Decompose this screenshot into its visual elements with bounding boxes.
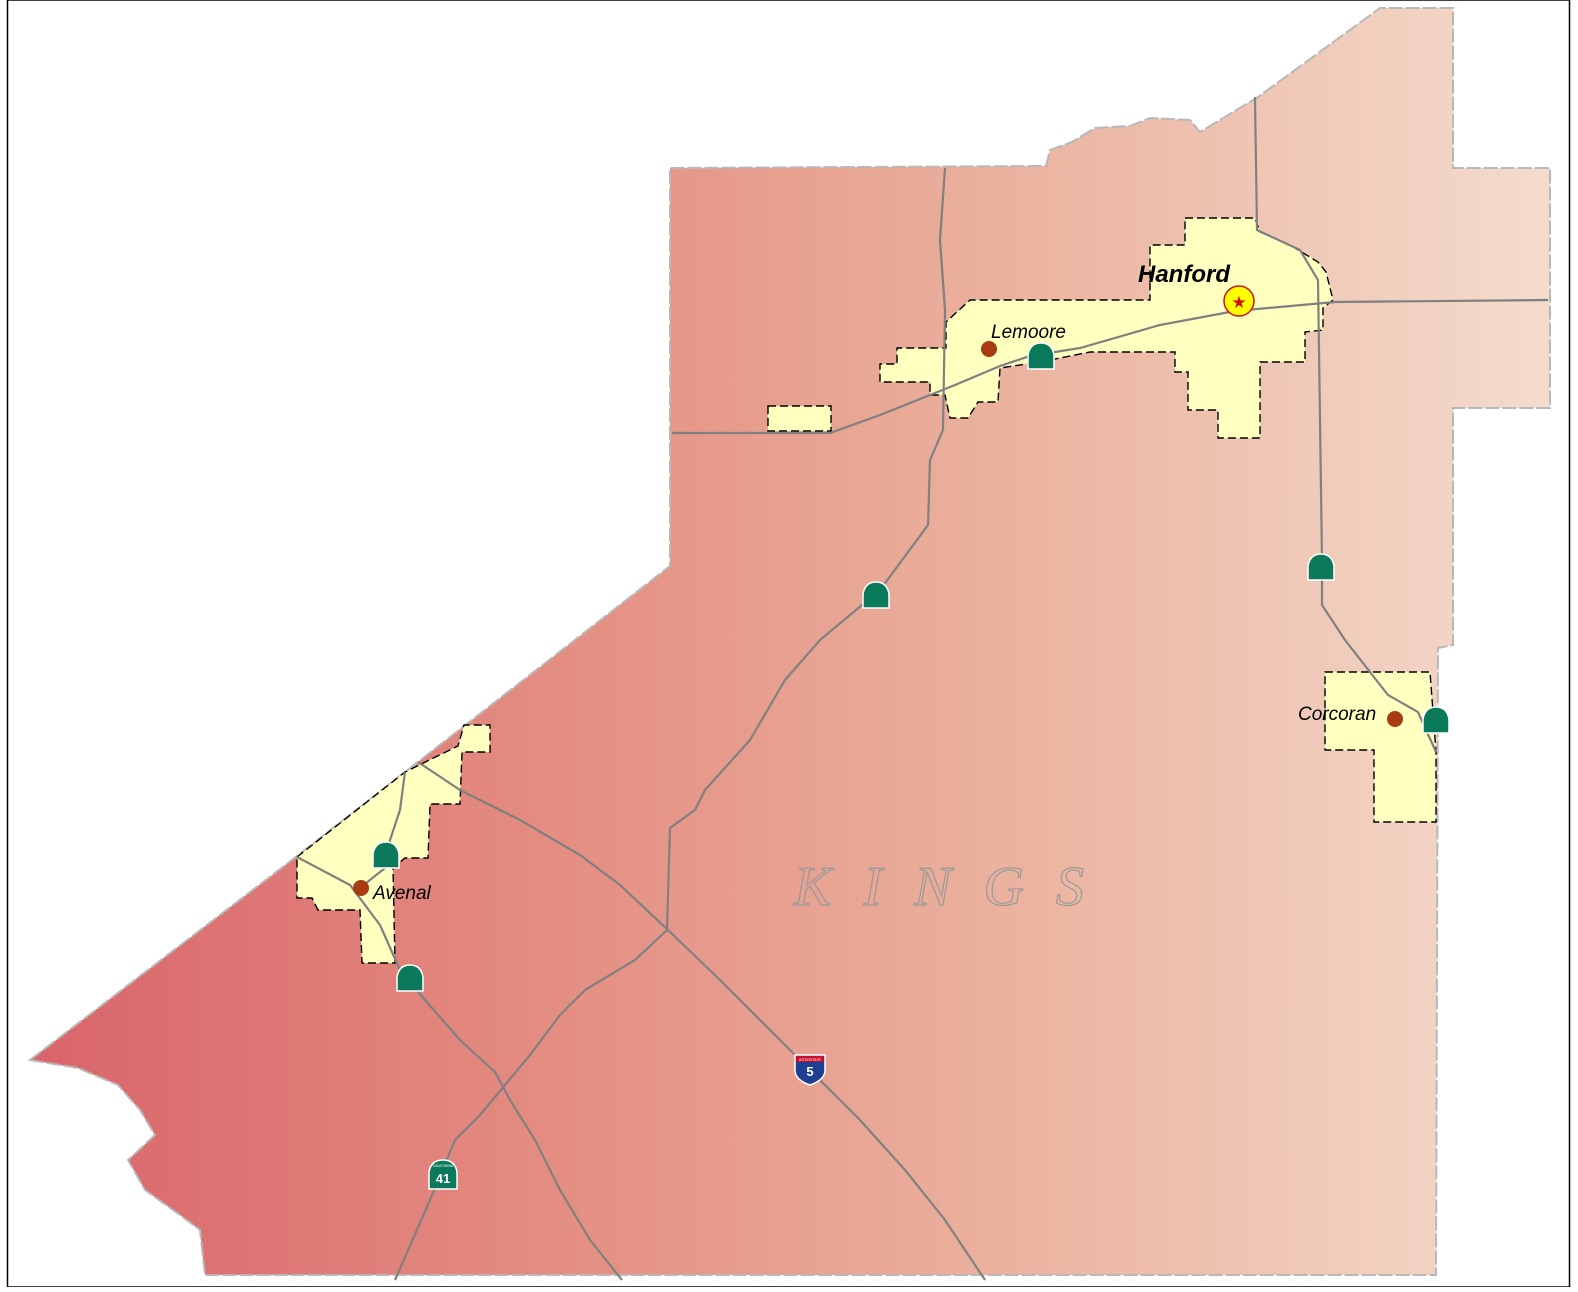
interstate-5-shield: INTERSTATE 5: [794, 1054, 826, 1086]
svg-text:★: ★: [1231, 293, 1246, 312]
state-route-shield-icon: [1027, 342, 1055, 370]
state-route-shields: [372, 342, 1450, 992]
state-route-shield-icon: [1307, 553, 1335, 581]
county-label: KINGS: [793, 856, 1116, 918]
state-route-shield-icon: [372, 841, 400, 869]
state-route-shield-icon: [1422, 706, 1450, 734]
city-label-hanford: Hanford: [1138, 261, 1231, 288]
route-41-number: 41: [436, 1171, 450, 1186]
lemoore-marker: [981, 341, 997, 357]
city-label-corcoran: Corcoran: [1298, 704, 1376, 725]
interstate-shield-top: [796, 1056, 824, 1062]
city-limits: [296, 217, 1437, 964]
corcoran-city-limit: [1324, 671, 1437, 823]
city-label-avenal: Avenal: [372, 883, 432, 904]
road: [417, 761, 986, 1281]
west-enclave: [767, 405, 832, 432]
hanford-city-limit: [879, 217, 1334, 439]
road: [393, 167, 947, 1281]
state-route-shield-icon: [396, 964, 424, 992]
state-route-shield-icon: [862, 581, 890, 609]
hanford-marker: ★: [1223, 285, 1255, 317]
road: [296, 856, 623, 1281]
road: [1253, 96, 1438, 753]
interstate-5-header: INTERSTATE: [799, 1058, 821, 1062]
corcoran-marker: [1387, 711, 1403, 727]
road: [364, 771, 407, 885]
city-label-lemoore: Lemoore: [991, 322, 1066, 343]
interstate-shield-icon: [794, 1054, 826, 1086]
state-route-shield-icon: [428, 1159, 458, 1190]
route-41-shield: CALIFORNIA 41: [428, 1159, 458, 1190]
interstate-5-number: 5: [806, 1064, 813, 1079]
route-41-header: CALIFORNIA: [433, 1164, 454, 1168]
avenal-marker: [353, 880, 369, 896]
